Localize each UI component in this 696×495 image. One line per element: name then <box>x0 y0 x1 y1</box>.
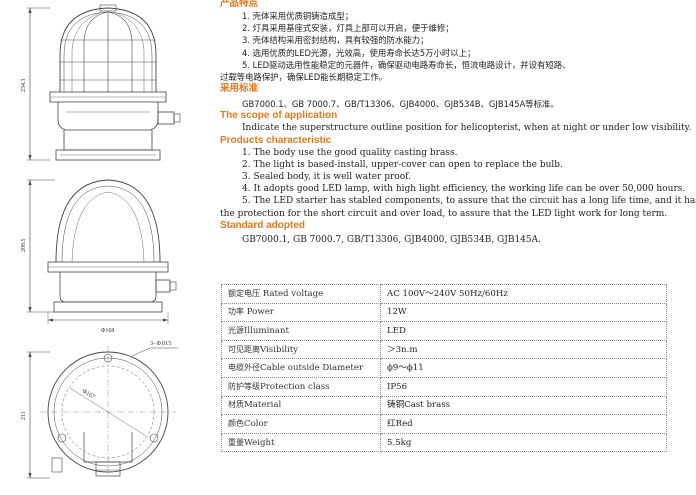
side-view-drawing: 208.5 Φ168 <box>21 179 177 334</box>
table-row: 颜色Color 红Red <box>221 414 667 434</box>
features-cn-item: 5. LED驱动选用性能稳定的元器件，确保驱动电路寿命长，恒流电路设计，并设有短… <box>242 59 571 70</box>
features-cn-title: 产品特点 <box>220 0 259 9</box>
features-cn-section: 产品特点 1. 壳体采用优质铜铸造成型； 2. 灯具采用基座式安装，灯具上部可以… <box>220 0 692 83</box>
characteristics-item: 3. Sealed body, it is well water proof. <box>242 172 411 183</box>
characteristics-item: 1. The body use the good quality casting… <box>242 147 458 158</box>
standard-cn-section: 采用标准 GB7000.1、GB 7000.7、GB/T13306、GJB400… <box>220 83 692 110</box>
spec-value: ϕ9～ϕ11 <box>380 358 667 378</box>
spec-label: 电缆外径Cable outside Diameter <box>221 358 381 378</box>
spec-value: IP56 <box>380 376 667 397</box>
features-cn-item: 过载等电路保护，确保LED能长期稳定工作。 <box>220 72 388 83</box>
scope-title: The scope of application <box>220 110 338 122</box>
table-row: 光源Illuminant LED <box>221 321 667 341</box>
bottom-view-height: 211 <box>21 411 27 420</box>
features-cn-item: 2. 灯具采用基座式安装，灯具上部可以开启，便于维修； <box>242 23 454 34</box>
top-view-drawing: 234.3 <box>21 4 181 161</box>
side-view-width: Φ168 <box>101 328 114 334</box>
scope-text: Indicate the superstructure outline posi… <box>242 123 692 134</box>
spec-label: 光源Illuminant <box>221 321 381 341</box>
bottom-view-diameter: Φ167 <box>81 389 96 401</box>
spec-label: 材质Material <box>221 395 381 416</box>
spec-label: 功率 Power <box>221 302 381 323</box>
features-cn-item: 1. 壳体采用优质铜铸造成型； <box>242 11 354 21</box>
table-row: 重量Weight 5.5kg <box>221 432 667 453</box>
table-row: 防护等级Protection class IP56 <box>221 376 667 397</box>
spec-label: 可见距离Visibility <box>221 339 381 360</box>
standard-en-title: Standard adopted <box>220 219 306 231</box>
spec-label: 额定电压 Rated voltage <box>221 284 381 304</box>
spec-value: AC 100V～240V 50Hz/60Hz <box>380 284 667 304</box>
standard-en-section: Standard adopted GB7000.1, GB 7000.7, GB… <box>220 220 692 246</box>
spec-label: 颜色Color <box>221 414 381 434</box>
characteristics-section: Products characteristic 1. The body use … <box>220 134 696 220</box>
standard-en-text: GB7000.1, GB 7000.7, GB/T13306, GJB4000,… <box>242 234 541 245</box>
spec-value: LED <box>380 321 667 341</box>
content-column: 产品特点 1. 壳体采用优质铜铸造成型； 2. 灯具采用基座式安装，灯具上部可以… <box>220 0 696 246</box>
table-row: 可见距离Visibility ＞3n.m <box>221 339 667 360</box>
spec-label: 防护等级Protection class <box>221 376 381 397</box>
spec-value: 5.5kg <box>380 432 667 453</box>
technical-drawings: 234.3 208.5 <box>0 0 210 495</box>
spec-value: ＞3n.m <box>380 339 667 360</box>
characteristics-item: 2. The light is based-install, upper-cov… <box>242 159 563 170</box>
features-cn-item: 4. 选用优质的LED光源，光效高，使用寿命长达5万小时以上； <box>242 47 476 58</box>
spec-table: 额定电压 Rated voltage AC 100V～240V 50Hz/60H… <box>221 284 667 453</box>
characteristics-item: the protection for the short circuit and… <box>220 208 668 219</box>
spec-value: 铸铜Cast brass <box>380 395 667 416</box>
standard-cn-text: GB7000.1、GB 7000.7、GB/T13306、GJB4000、GJB… <box>242 99 559 110</box>
table-row: 电缆外径Cable outside Diameter ϕ9～ϕ11 <box>221 358 667 378</box>
top-view-height: 234.3 <box>21 79 27 93</box>
characteristics-item: 5. The LED starter has stabled component… <box>242 196 696 207</box>
table-row: 功率 Power 12W <box>221 302 667 323</box>
features-cn-item: 3. 壳体结构采用密封结构，具有较强的防水能力； <box>242 35 429 46</box>
spec-value: 12W <box>380 302 667 323</box>
scope-section: The scope of application Indicate the su… <box>220 110 692 134</box>
characteristics-title: Products characteristic <box>220 134 332 146</box>
bottom-view-drawing: 211 3- Φ10.5 Φ167 <box>21 341 178 479</box>
table-row: 材质Material 铸铜Cast brass <box>221 395 667 416</box>
spec-label: 重量Weight <box>221 432 381 453</box>
standard-cn-title: 采用标准 <box>220 83 259 95</box>
table-row: 额定电压 Rated voltage AC 100V～240V 50Hz/60H… <box>221 284 667 304</box>
characteristics-item: 4. It adopts good LED lamp, with high li… <box>242 184 686 195</box>
bottom-view-holes: 3- Φ10.5 <box>150 341 171 347</box>
spec-value: 红Red <box>380 414 667 434</box>
side-view-height: 208.5 <box>21 239 27 253</box>
drawing-svg: 234.3 208.5 <box>21 4 181 479</box>
